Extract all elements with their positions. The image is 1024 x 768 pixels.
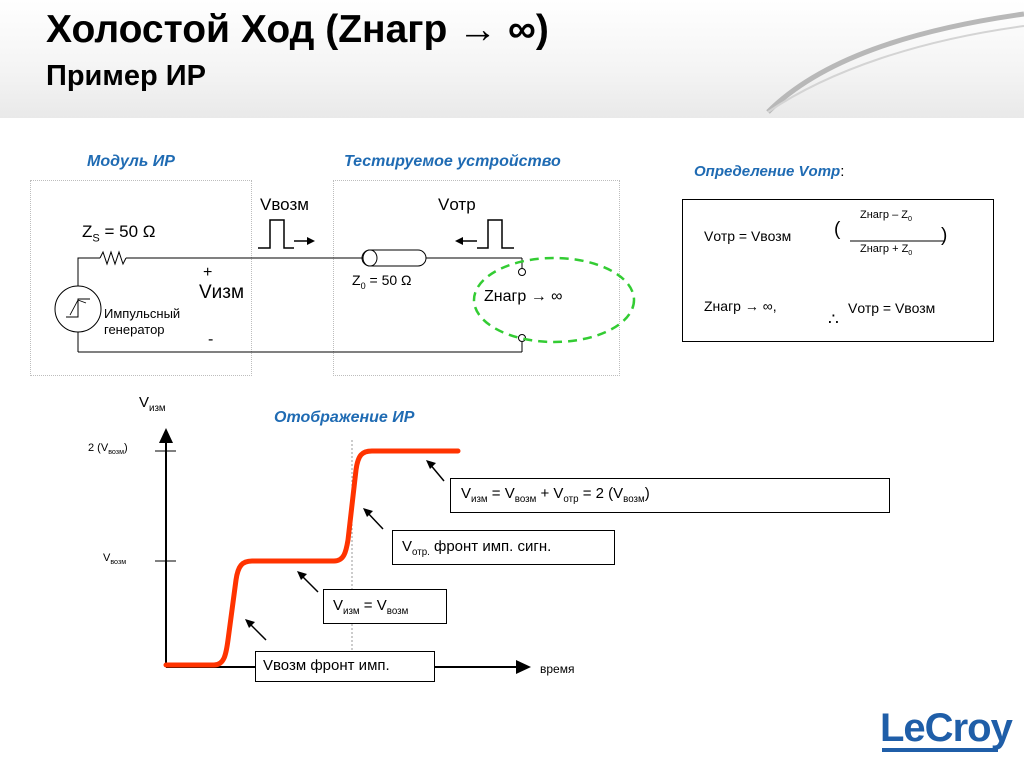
minus-sign: - xyxy=(208,331,214,348)
definition-title: Определение Vотр: xyxy=(694,163,845,180)
incident-arrow-icon xyxy=(307,237,315,245)
dut-label: Тестируемое устройство xyxy=(344,153,561,170)
resistor-zs xyxy=(99,250,127,266)
v-reflected-label: Vотр xyxy=(438,195,476,214)
v-incident-label: Vвозм xyxy=(260,195,309,214)
arrow-final-level-icon xyxy=(426,460,436,469)
zload-label: Zнагр → ∞ xyxy=(484,288,563,305)
logo-underline xyxy=(882,748,998,752)
paren-close: ) xyxy=(941,225,948,246)
fraction-bar xyxy=(850,240,944,242)
slide-subtitle: Пример ИР xyxy=(46,60,206,92)
generator-label-line2: генератор xyxy=(104,322,165,337)
annotation-final-level: Vизм = Vвозм + Vотр = 2 (Vвозм) xyxy=(450,478,890,513)
generator-label-line1: Импульсный xyxy=(104,306,181,321)
tdr-waveform xyxy=(163,448,461,668)
paren-open: ( xyxy=(834,219,841,240)
slide-title: Холостой Ход (Zнагр → ∞) xyxy=(46,8,549,51)
arrow-plateau-icon xyxy=(297,571,307,580)
v-measured-label: Vизм xyxy=(199,282,245,303)
therefore-symbol: ∴ xyxy=(828,310,839,329)
annotation-reflected-edge: Vотр. фронт имп. сигн. xyxy=(392,530,615,565)
definition-condition: Zнагр → ∞, xyxy=(704,298,777,314)
reflected-arrow-icon xyxy=(455,237,463,245)
y-axis-arrow-icon xyxy=(159,428,173,443)
annotation-incident-edge: Vвозм фронт имп. xyxy=(255,651,435,682)
definition-lhs: Vотр = Vвозм xyxy=(704,228,792,244)
arrow-reflected-edge-icon xyxy=(363,508,373,517)
module-label: Модуль ИР xyxy=(87,153,175,170)
definition-box xyxy=(682,199,994,342)
plus-sign: + xyxy=(203,264,213,281)
y-axis-label: Vизм xyxy=(139,394,166,414)
reflected-pulse-icon xyxy=(477,219,514,249)
lecroy-logo: LeCroy xyxy=(880,706,1013,750)
x-axis-arrow-icon xyxy=(516,660,531,674)
annotation-v-meas-eq-v-inc: Vизм = Vвозм xyxy=(323,589,447,624)
display-title: Отображение ИР xyxy=(274,409,415,426)
module-dotted-box xyxy=(30,180,252,376)
definition-result: Vотр = Vвозм xyxy=(848,300,936,316)
incident-pulse-icon xyxy=(258,219,294,249)
zs-label: ZS = 50 Ω xyxy=(82,222,156,245)
arrow-incident-edge-icon xyxy=(245,619,255,628)
dut-dotted-box xyxy=(333,180,620,376)
z0-label: Z0 = 50 Ω xyxy=(352,272,412,291)
coax-end xyxy=(362,249,378,267)
open-terminal-top xyxy=(518,268,526,276)
open-load-highlight xyxy=(472,256,636,344)
header-swoosh-decoration xyxy=(766,11,1024,114)
tick-label-2v: 2 (Vвозм) xyxy=(88,442,128,457)
fraction-numerator: Zнагр – Z0 xyxy=(860,209,912,224)
x-axis-label: время xyxy=(540,662,575,676)
tick-label-v: Vвозм xyxy=(103,552,127,567)
fraction-denominator: Zнагр + Z0 xyxy=(860,243,913,258)
